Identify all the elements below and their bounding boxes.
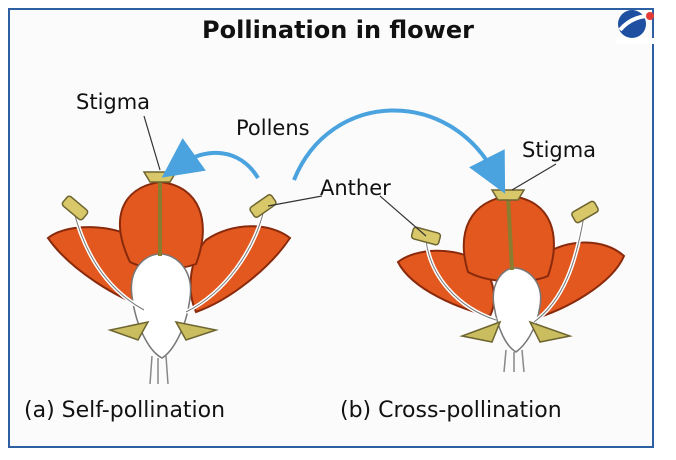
sepal-left-a bbox=[110, 322, 148, 340]
flower-self-pollination bbox=[48, 172, 290, 384]
caption-self-pollination: (a) Self-pollination bbox=[24, 398, 225, 423]
leader-stigma-right bbox=[512, 164, 556, 190]
caption-cross-pollination: (b) Cross-pollination bbox=[340, 398, 562, 423]
label-anther: Anther bbox=[320, 176, 391, 200]
label-pollens: Pollens bbox=[236, 116, 310, 140]
ovary-b bbox=[493, 268, 540, 352]
label-stigma-left: Stigma bbox=[76, 90, 150, 114]
arrow-cross-pollination bbox=[294, 110, 496, 180]
leader-stigma-left bbox=[144, 116, 160, 170]
arrow-self-pollination bbox=[178, 153, 258, 178]
leader-anther-right bbox=[380, 196, 426, 236]
stalk-b bbox=[504, 350, 524, 372]
stalk-a bbox=[150, 356, 168, 384]
stigma-a bbox=[144, 172, 176, 182]
label-stigma-right: Stigma bbox=[522, 138, 596, 162]
stigma-b bbox=[492, 190, 524, 200]
flower-cross-pollination bbox=[398, 190, 624, 372]
sepal-right-a bbox=[176, 322, 216, 340]
sepal-right-b bbox=[530, 322, 570, 342]
sepal-left-b bbox=[462, 322, 500, 342]
